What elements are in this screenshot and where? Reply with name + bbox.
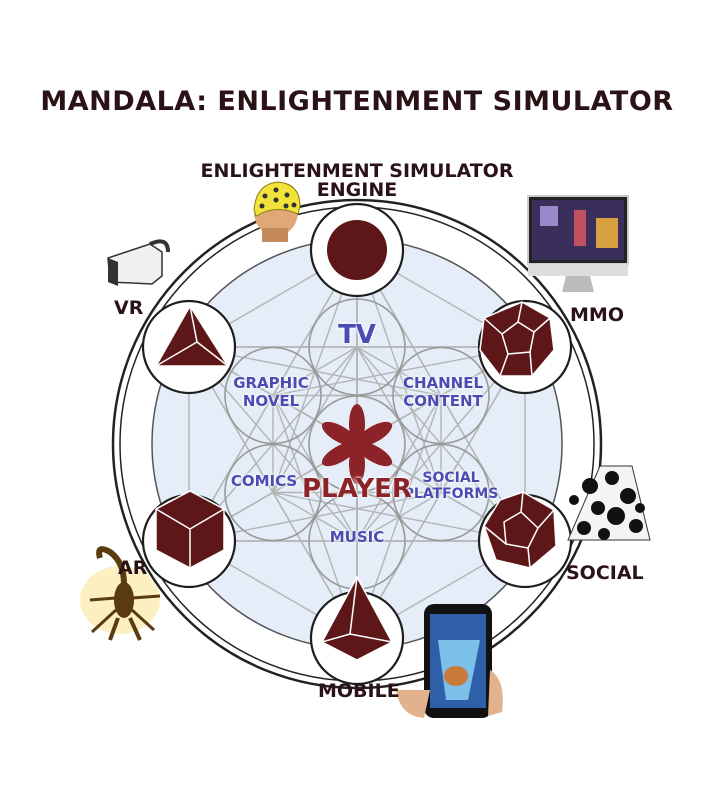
inner-circle [392,346,490,445]
music-label: MUSIC [329,528,385,546]
mobile-label: MOBILE [318,680,400,702]
inner-circle [392,443,490,542]
flower-petal [349,404,365,444]
octahedron-icon [320,575,394,661]
channel-content-label: CHANNEL CONTENT [388,374,498,410]
outer-ring [111,198,603,690]
flower-of-life-icon [321,404,393,484]
social-platforms-line1: SOCIAL [422,470,480,486]
graphic-novel-label: GRAPHIC NOVEL [221,374,321,410]
flower-petal [321,441,358,467]
graphic-novel-line2: NOVEL [242,392,300,410]
mmo-label: MMO [570,304,624,326]
icosahedron-icon [483,491,557,569]
inner-circle [224,346,322,445]
inner-circle [308,298,406,396]
desktop-monitor-icon [527,195,629,292]
graphic-novel-line1: GRAPHIC [233,374,309,392]
vr-label: VR [114,297,144,319]
comics-label: COMICS [230,472,298,490]
social-platforms-line2: PLATFORMS [403,486,499,502]
social-label: SOCIAL [566,562,644,584]
player-label: PLAYER [302,474,412,504]
engine-label-line1: ENLIGHTENMENT SIMULATOR [200,160,514,182]
social-platforms-label: SOCIAL PLATFORMS [396,470,506,502]
dodecahedron-icon [479,301,555,377]
engine-label-line2: ENGINE [316,179,398,201]
channel-content-line1: CHANNEL [402,374,484,392]
animal-collage-icon [567,465,651,541]
vr-headset-icon [107,239,170,286]
eeg-cap-head-icon [253,181,301,242]
channel-content-line2: CONTENT [403,392,483,410]
page-title: MANDALA: ENLIGHTENMENT SIMULATOR [40,86,674,117]
flower-petal [349,444,365,484]
tv-label: TV [338,320,376,350]
scorpion-icon [80,546,161,641]
inner-circle [224,443,322,542]
cube-icon [155,490,225,569]
tetrahedron-icon [154,304,230,367]
inner-circle [308,395,406,493]
flower-petal [356,421,393,447]
flower-petal [356,441,393,467]
flower-petal [321,421,358,447]
engine-sphere-icon [327,220,387,280]
metatron-line [188,346,358,639]
inner-circles [224,298,490,590]
smartphone-hand-icon [396,604,503,718]
ar-label: AR [118,557,148,579]
